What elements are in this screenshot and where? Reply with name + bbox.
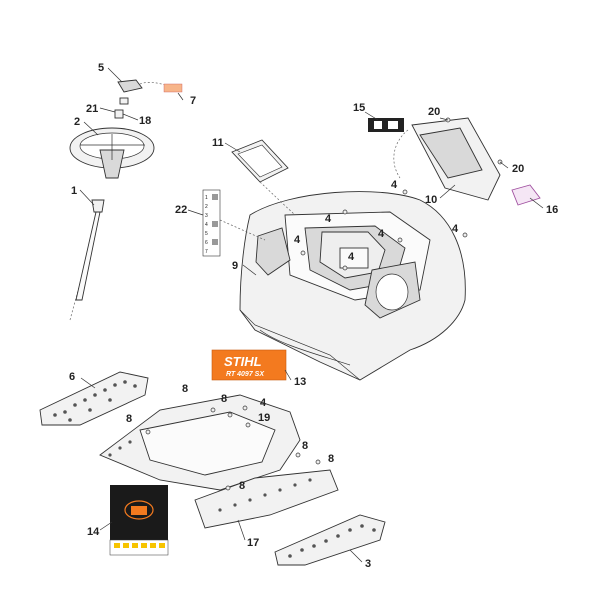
floor-plate-17 [99,394,339,529]
stihl-logo-text: STIHL [224,354,262,369]
dash-panel-11 [231,139,296,216]
callout-21: 21 [86,103,98,115]
callout-4: 4 [325,213,332,225]
fasteners [145,117,503,491]
callout-4: 4 [260,397,267,409]
hood-body [239,191,466,381]
stihl-decal-13: STIHL RT 4097 SX [211,349,287,381]
legend-22-item: 6 [205,240,208,246]
callout-17: 17 [247,537,259,549]
callout-6: 6 [69,371,75,383]
callout-8: 8 [182,383,188,395]
legend-22-item: 2 [205,204,208,210]
callout-4: 4 [452,223,459,235]
callout-8: 8 [221,393,227,405]
sticker-7 [163,83,183,93]
callout-4: 4 [348,251,355,263]
callout-19: 19 [258,412,270,424]
callout-13: 13 [294,376,306,388]
callout-4: 4 [378,228,385,240]
callout-14: 14 [87,526,100,538]
rear-panel-10 [393,117,501,201]
callout-2: 2 [74,116,80,128]
legend-22-item: 5 [205,231,208,237]
legend-22-item: 7 [205,249,208,255]
callout-15: 15 [353,102,365,114]
callout-11: 11 [212,137,224,149]
steering-wheel [69,127,155,179]
legend-22-item: 3 [205,213,208,219]
footboard-3 [274,514,386,566]
callout-7: 7 [190,95,196,107]
callout-10: 10 [425,194,437,206]
callout-8: 8 [126,413,132,425]
callout-leaders [79,67,544,563]
callout-4: 4 [294,234,301,246]
legend-22-item: 4 [205,222,208,228]
callout-5: 5 [98,62,104,74]
sticker-15 [368,118,404,132]
callout-8: 8 [239,480,245,492]
sticker-sheet-22: 1 2 3 4 5 6 7 [202,189,266,257]
steering-column [69,199,105,321]
callout-3: 3 [365,558,371,570]
callout-8: 8 [302,440,308,452]
bracket-16 [511,184,541,206]
callout-9: 9 [232,260,238,272]
callout-8: 8 [328,453,334,465]
callout-4: 4 [391,179,398,191]
model-text: RT 4097 SX [226,371,265,378]
callout-labels: 1 2 3 4 4 4 4 4 4 4 5 6 7 8 8 8 8 8 8 9 … [69,62,558,570]
callout-20: 20 [428,106,440,118]
callout-20: 20 [512,163,524,175]
footboard-6 [39,371,149,426]
callout-18: 18 [139,115,151,127]
callout-22: 22 [175,204,187,216]
legend-22-item: 1 [205,195,208,201]
decal-14 [109,485,169,556]
callout-1: 1 [71,185,77,197]
callout-16: 16 [546,204,558,216]
